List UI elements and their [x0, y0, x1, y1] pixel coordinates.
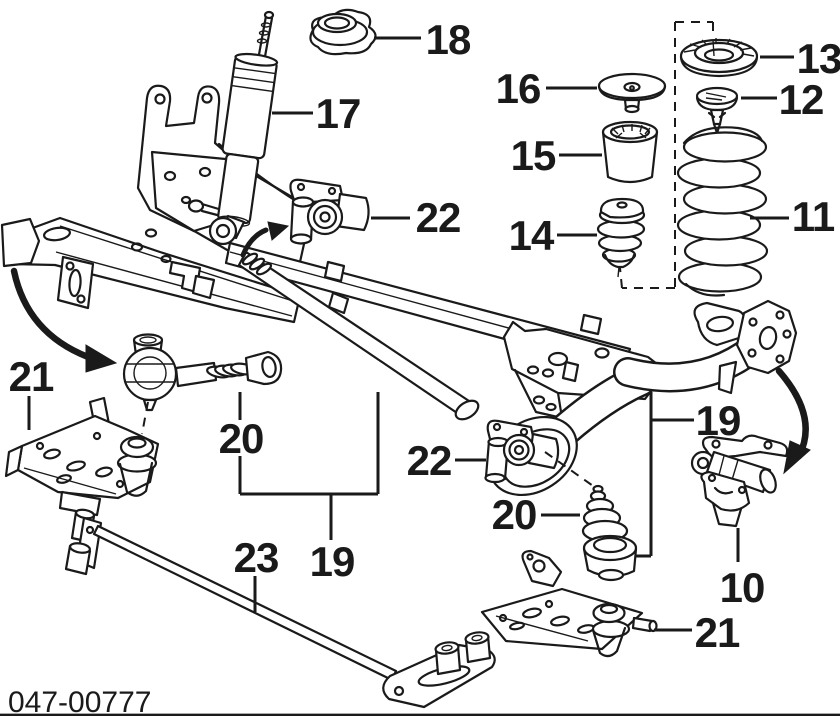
callout-10: 10	[720, 564, 765, 611]
callout-19-lower: 19	[310, 538, 355, 585]
callout-16: 16	[496, 65, 541, 112]
callout-23: 23	[234, 534, 279, 581]
callout-15: 15	[511, 132, 556, 179]
callout-17: 17	[316, 90, 361, 137]
axle-tube-part	[237, 250, 480, 421]
spring-seat-washer-part	[597, 72, 667, 114]
callout-21-left: 21	[9, 353, 54, 400]
rubber-buffer-part	[596, 197, 646, 278]
leader-20-19-bracket	[238, 392, 380, 540]
vertical-bushing-part	[581, 484, 638, 582]
install-direction-arrow-right	[775, 367, 811, 475]
leader-lines	[27, 36, 794, 632]
callout-20-upper: 20	[219, 415, 264, 462]
callout-18: 18	[426, 16, 471, 63]
bump-stop-cup-part	[601, 120, 659, 184]
callout-13: 13	[797, 35, 840, 82]
callout-14: 14	[509, 212, 555, 259]
callout-11: 11	[792, 193, 835, 240]
reaction-link-part	[122, 333, 283, 412]
callout-22-upper: 22	[416, 194, 461, 241]
mount-bracket-left-part	[4, 396, 160, 517]
install-direction-arrow-left	[10, 267, 118, 373]
callout-19-right: 19	[696, 397, 741, 444]
dashed-reference-lines	[141, 21, 714, 489]
trailing-bushing-upper-part	[289, 178, 370, 245]
track-rod-part	[64, 508, 496, 709]
drawing-number: 047-00777	[8, 686, 151, 716]
upper-spring-seat-part	[679, 38, 759, 78]
callout-12: 12	[779, 76, 824, 123]
install-direction-arrow-small	[240, 221, 290, 258]
mount-bracket-right-part	[480, 549, 658, 658]
shock-absorber-part	[208, 10, 279, 246]
callout-20-lower: 20	[492, 491, 537, 538]
callout-21-right: 21	[695, 609, 740, 656]
trailing-bushing-lower-part	[484, 419, 560, 484]
hub-carrier-part	[690, 434, 789, 528]
coil-spring-part	[676, 126, 769, 297]
leader-19-right	[636, 392, 694, 558]
shock-top-mount-part	[309, 8, 377, 56]
retainer-clip-part	[695, 86, 739, 135]
callout-22-lower: 22	[407, 437, 452, 484]
